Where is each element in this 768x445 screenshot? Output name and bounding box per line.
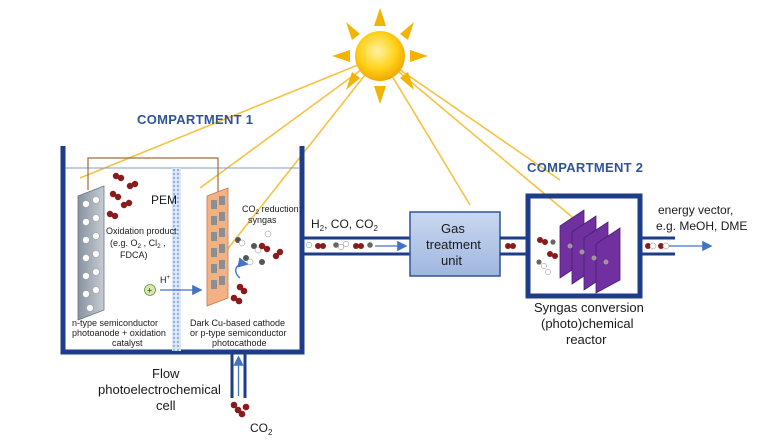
anode-label-1: n-type semiconductor bbox=[72, 318, 158, 328]
oxidation-product-examples: (e.g. O2 , Cl2 , bbox=[110, 238, 166, 250]
reactor-label-2: (photo)chemical bbox=[541, 316, 634, 331]
gas-treatment-unit bbox=[409, 211, 501, 277]
cathode-label-3: photocathode bbox=[212, 338, 267, 348]
reactor-label-3: reactor bbox=[566, 332, 607, 347]
product-pipe bbox=[640, 236, 675, 256]
gas-unit-label-3: unit bbox=[441, 253, 462, 268]
sun-icon bbox=[332, 8, 428, 104]
co2-inlet-pipe bbox=[230, 352, 247, 398]
gas-unit-label-2: treatment bbox=[426, 237, 481, 252]
cathode-label-1: Dark Cu-based cathode bbox=[190, 318, 285, 328]
co2-reduction-label: CO2 reduction: bbox=[242, 204, 301, 216]
oxidation-product-molecules bbox=[106, 172, 139, 220]
syngas-reactor bbox=[525, 193, 643, 299]
svg-text:+: + bbox=[147, 286, 152, 296]
co2-inlet-molecules bbox=[230, 401, 250, 418]
cell-title-2: photoelectrochemical bbox=[98, 382, 221, 397]
product-label-2: e.g. MeOH, DME bbox=[656, 219, 747, 233]
compartment2-heading: COMPARTMENT 2 bbox=[527, 160, 643, 175]
photocathode-electrode bbox=[206, 187, 229, 307]
syngas-label: syngas bbox=[248, 215, 277, 225]
co2-to-syngas-arrow bbox=[235, 257, 249, 279]
compartment1-heading: COMPARTMENT 1 bbox=[137, 112, 253, 127]
pem-label: PEM bbox=[151, 193, 177, 207]
anode-label-2: photoanode + oxidation bbox=[72, 328, 166, 338]
proton-label: H+ bbox=[160, 275, 171, 285]
photoanode-electrode bbox=[77, 185, 105, 321]
pem-membrane bbox=[172, 168, 181, 351]
product-label-1: energy vector, bbox=[658, 203, 733, 217]
treated-gas-pipe bbox=[500, 236, 528, 256]
flow-cell bbox=[60, 146, 305, 355]
cell-title-1: Flow bbox=[152, 366, 180, 381]
anode-label-3: catalyst bbox=[112, 338, 143, 348]
syngas-pipe bbox=[302, 236, 410, 256]
syngas-molecules-cathode bbox=[230, 230, 284, 305]
proton-icon: + bbox=[144, 284, 156, 296]
treated-gas-molecules bbox=[505, 243, 516, 249]
syngas-pipe-molecules bbox=[305, 240, 373, 251]
cell-title-3: cell bbox=[156, 398, 176, 413]
reactor-label-1: Syngas conversion bbox=[534, 300, 644, 315]
oxidation-product-label: Oxidation product bbox=[106, 226, 177, 236]
co2-inlet-label: CO2 bbox=[250, 421, 273, 437]
gas-unit-label-1: Gas bbox=[441, 221, 465, 236]
product-molecules bbox=[645, 242, 670, 250]
oxidation-product-fdca: FDCA) bbox=[120, 250, 148, 260]
syngas-composition-label: H2, CO, CO2 bbox=[311, 217, 378, 233]
cathode-label-2: or p-type semiconductor bbox=[190, 328, 287, 338]
